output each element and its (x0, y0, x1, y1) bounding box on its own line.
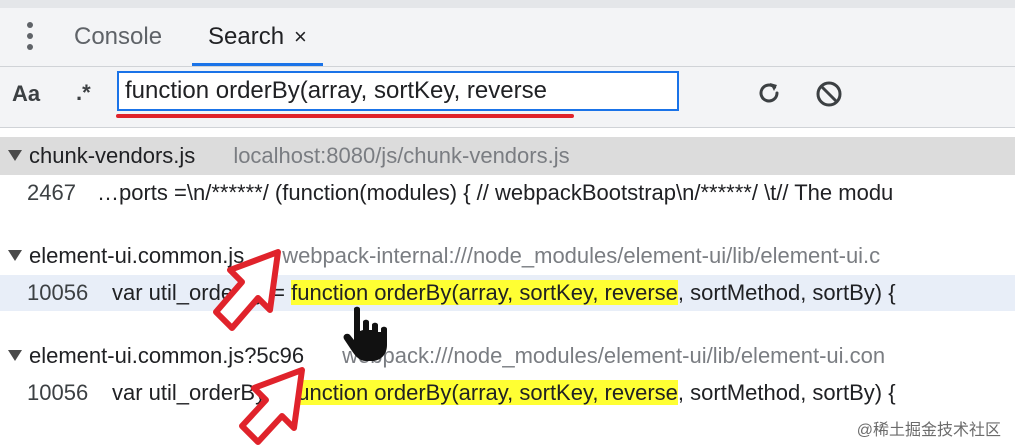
match-text-after: , sortMethod, sortBy) { (677, 380, 896, 405)
result-file-header[interactable]: element-ui.common.js webpack-internal:///… (0, 237, 1015, 275)
expand-triangle-icon[interactable] (8, 149, 22, 161)
result-file-header[interactable]: element-ui.common.js?5c96 webpack:///node… (0, 337, 1015, 375)
match-case-button[interactable]: Aa (12, 81, 41, 106)
match-highlight: function orderBy(array, sortKey, reverse (291, 380, 678, 405)
annotation-arrow-icon (239, 367, 305, 445)
match-line-number: 10056 (27, 280, 89, 305)
search-results: chunk-vendors.js localhost:8080/js/chunk-… (0, 128, 1015, 448)
tab-search-label: Search (208, 23, 285, 50)
result-match-row[interactable]: 2467 …ports =\n/******/ (function(modules… (0, 175, 1015, 211)
result-file-name: element-ui.common.js (29, 243, 245, 268)
match-highlight: function orderBy(array, sortKey, reverse (291, 280, 678, 305)
refresh-icon[interactable] (755, 79, 783, 107)
tab-search[interactable]: Search × (192, 8, 323, 66)
active-tab-indicator (192, 63, 323, 66)
result-file-name: chunk-vendors.js (29, 143, 196, 168)
regex-button[interactable]: .* (76, 80, 91, 105)
hand-cursor-icon (343, 306, 387, 361)
tab-console[interactable]: Console (74, 23, 163, 50)
search-input[interactable] (117, 71, 679, 111)
match-line-number: 10056 (27, 380, 89, 405)
close-icon[interactable]: × (294, 24, 307, 49)
watermark: @稀土掘金技术社区 (856, 422, 1001, 439)
match-text: …ports =\n/******/ (function(modules) { … (97, 180, 894, 205)
match-line-number: 2467 (27, 180, 76, 205)
drawer-tab-bar: Console Search × (0, 8, 1015, 67)
clear-icon[interactable] (814, 79, 844, 109)
search-toolbar: Aa .* (0, 67, 1015, 128)
match-text-after: , sortMethod, sortBy) { (677, 280, 896, 305)
window-top-edge (0, 0, 1015, 8)
result-file-path: webpack:///node_modules/element-ui/lib/e… (342, 343, 886, 368)
result-file-name: element-ui.common.js?5c96 (29, 343, 305, 368)
expand-triangle-icon[interactable] (8, 249, 22, 261)
expand-triangle-icon[interactable] (8, 349, 22, 361)
result-file-path: localhost:8080/js/chunk-vendors.js (233, 143, 570, 168)
more-options-icon[interactable] (24, 22, 36, 54)
result-file-path: webpack-internal:///node_modules/element… (282, 243, 881, 268)
annotation-underline (116, 114, 574, 118)
annotation-arrow-icon (213, 249, 281, 331)
result-file-header[interactable]: chunk-vendors.js localhost:8080/js/chunk-… (0, 137, 1015, 175)
